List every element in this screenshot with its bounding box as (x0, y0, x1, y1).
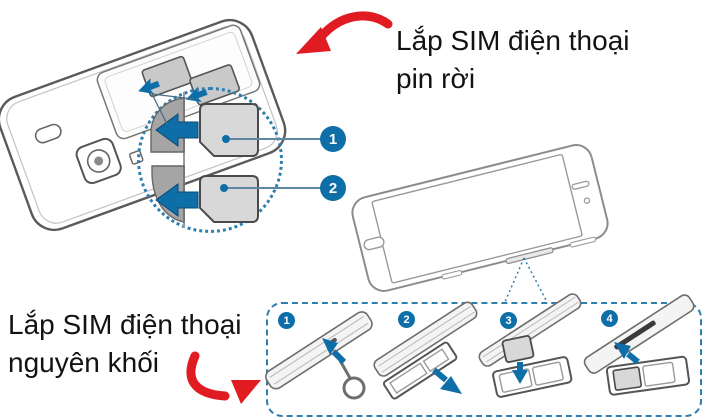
unibody-phone-illustration (351, 144, 609, 292)
caption-line: nguyên khối (8, 347, 160, 378)
caption-line: pin rời (396, 63, 476, 94)
caption-unibody: Lắp SIM điện thoại nguyên khối (8, 306, 242, 382)
step-2-pull-out-tray-illustration (373, 301, 478, 400)
place-arrow-icon (512, 370, 528, 384)
step-3-badge: 3 (500, 312, 517, 329)
speaker-grille (34, 123, 62, 144)
sim-tray-icon (382, 341, 458, 400)
step-2-badge: 2 (398, 311, 415, 328)
sim-slot-1-badge: 1 (320, 126, 346, 152)
sim-card-1-icon (199, 103, 259, 157)
sim-slot-magnifier (137, 87, 283, 233)
home-button (363, 236, 385, 251)
caption-removable-battery: Lắp SIM điện thoại pin rời (396, 22, 630, 98)
step-3-place-sim-illustration (478, 293, 582, 398)
sim-slot-2-badge: 2 (320, 175, 346, 201)
insert-arrow-icon (155, 113, 199, 147)
step-1-insert-eject-pin-illustration (265, 311, 373, 400)
insert-arrow-icon (614, 342, 631, 359)
insert-arrow-icon (138, 78, 160, 94)
red-curved-arrow-icon (296, 11, 393, 54)
sim-card-icon (612, 366, 642, 391)
pull-arrow-icon (440, 376, 462, 394)
step-4-badge: 4 (601, 310, 618, 327)
side-button (569, 236, 597, 248)
sim-tray-steps-panel: 1 2 (265, 293, 702, 417)
front-camera-icon (583, 197, 591, 204)
sim-card-icon (501, 334, 535, 364)
sim-card-2-icon (199, 175, 259, 223)
caption-line: Lắp SIM điện thoại (8, 309, 242, 340)
sim-tray-icon (492, 356, 573, 398)
step-1-badge: 1 (278, 312, 295, 329)
open-slot (614, 320, 656, 350)
red-curved-arrow-icon (186, 351, 261, 404)
caption-line: Lắp SIM điện thoại (396, 25, 630, 56)
phone-back-illustration (0, 18, 287, 232)
earpiece-icon (571, 180, 590, 190)
side-button (441, 270, 463, 280)
eject-pin-loop (342, 376, 366, 400)
insert-arrow-icon (322, 338, 338, 355)
insert-arrow-icon (155, 183, 199, 217)
step-4-insert-tray-illustration (583, 294, 695, 396)
